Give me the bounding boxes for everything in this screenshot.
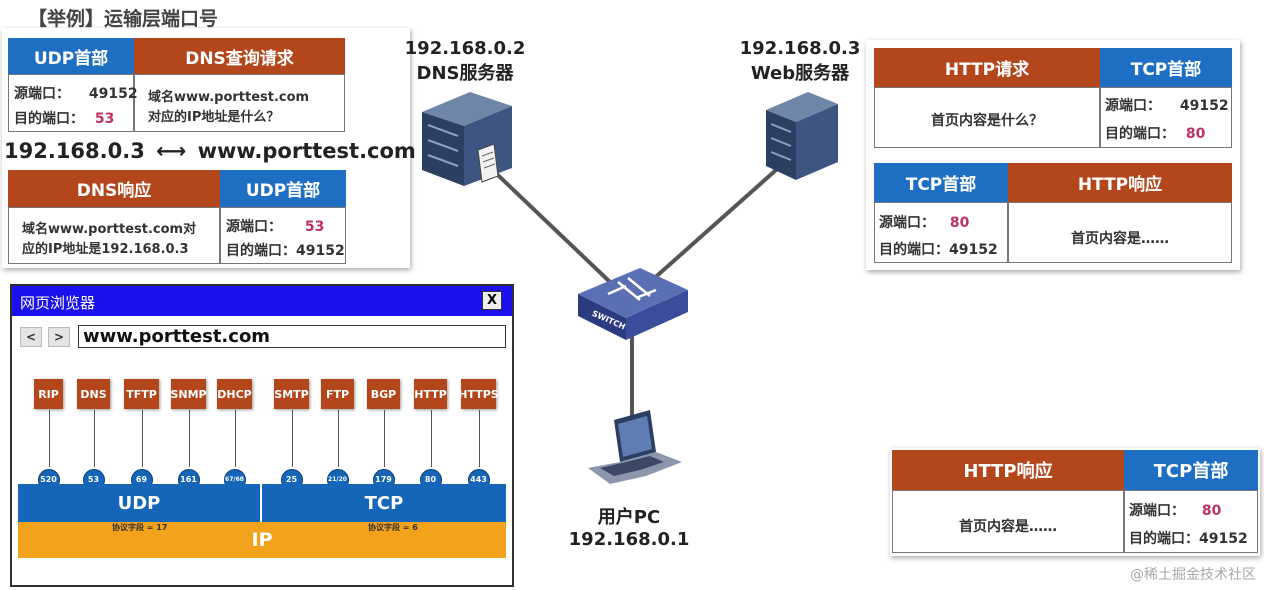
double-arrow-icon: ⟷ [156, 139, 187, 163]
down-arrow-icon [48, 410, 50, 467]
browser-title-bar: 网页浏览器 [12, 286, 512, 316]
dns-query-header-label: DNS查询请求 [134, 38, 345, 74]
user-pc-label: 用户PC 192.168.0.1 [564, 503, 694, 550]
web-server-ip: 192.168.0.3 [739, 38, 861, 59]
src-port-line: 源端口： 49152 [14, 86, 138, 102]
tcp-ports-cell [874, 202, 1008, 263]
down-arrow-icon [291, 410, 293, 467]
dns-query-text-2: 对应的IP地址是什么？ [148, 110, 280, 125]
dns-response-header-label: DNS响应 [8, 170, 220, 207]
dst-port-value: 80 [1185, 126, 1206, 142]
udp-header-label: UDP首部 [220, 170, 346, 207]
protocol-box-http: HTTP [414, 379, 447, 409]
udp-protocol-field: 协议字段 = 17 [112, 523, 168, 532]
http-response-header-label: HTTP响应 [1008, 163, 1232, 202]
ip-layer: IP [18, 522, 506, 558]
page-title: 【举例】运输层端口号 [28, 8, 219, 30]
protocol-box-dns: DNS [77, 379, 110, 409]
down-arrow-icon [337, 410, 339, 467]
src-port-value: 80 [1201, 503, 1222, 519]
dns-response-body-cell [8, 207, 220, 264]
protocol-box-ftp: FTP [321, 379, 354, 409]
dns-answer-text-2: 应的IP地址是192.168.0.3 [22, 242, 189, 257]
protocol-box-tftp: TFTP [124, 379, 159, 409]
dns-query-body-cell [134, 74, 345, 132]
down-arrow-icon [234, 410, 236, 467]
udp-ports-cell [8, 74, 134, 132]
src-port-line: 源端口： 49152 [1105, 98, 1229, 114]
dns-server-label: 192.168.0.2 DNS服务器 [400, 38, 530, 85]
down-arrow-icon [188, 410, 190, 467]
down-arrow-icon [430, 410, 432, 467]
http-request-header-label: HTTP请求 [874, 48, 1100, 87]
dst-port-line: 目的端口： 80 [1105, 126, 1206, 142]
web-server-icon [766, 92, 838, 180]
http-response-body-cell [1008, 202, 1232, 263]
http-response-body: 首页内容是…… [959, 519, 1057, 535]
udp-ports-cell [220, 207, 346, 264]
protocol-box-smtp: SMTP [274, 379, 309, 409]
dns-server-ip: 192.168.0.2 [404, 38, 526, 59]
dst-port-line: 目的端口： 53 [14, 111, 115, 127]
down-arrow-icon [478, 410, 480, 467]
down-arrow-icon [141, 410, 143, 467]
dst-port-value: 53 [94, 111, 115, 127]
src-port-value: 53 [304, 219, 325, 235]
tcp-header-label: TCP首部 [874, 163, 1008, 202]
src-port-line: 源端口： 53 [226, 219, 325, 235]
tcp-ports-cell [1100, 87, 1232, 148]
protocol-box-dhcp: DHCP [217, 379, 252, 409]
down-arrow-icon [383, 410, 385, 467]
user-pc-name: 用户PC [597, 507, 661, 528]
protocol-box-bgp: BGP [367, 379, 400, 409]
tcp-layer: TCP [262, 484, 506, 522]
back-button[interactable]: < [20, 327, 42, 347]
laptop-icon [588, 410, 682, 484]
url-bar[interactable]: www.porttest.com [78, 325, 506, 348]
protocol-box-rip: RIP [34, 379, 63, 409]
close-button[interactable]: X [482, 291, 502, 310]
tcp-protocol-field: 协议字段 = 6 [368, 523, 418, 532]
watermark: @稀土掘金技术社区 [1130, 567, 1256, 583]
dns-server-name: DNS服务器 [416, 63, 514, 84]
dns-query-text-1: 域名www.porttest.com [148, 90, 310, 105]
dst-port-line: 目的端口：49152 [879, 242, 998, 258]
tcp-header-label: TCP首部 [1100, 48, 1232, 87]
dst-port-line: 目的端口：49152 [226, 243, 345, 259]
src-port-value: 80 [949, 215, 970, 231]
dns-server-icon [422, 92, 512, 186]
protocol-box-https: HTTPS [458, 379, 499, 409]
http-request-body-cell [874, 87, 1100, 148]
web-server-name: Web服务器 [750, 63, 850, 84]
protocol-box-snmp: SNMP [170, 379, 207, 409]
ip-domain-mapping: 192.168.0.3 ⟷ www.porttest.com [4, 139, 416, 163]
tcp-header-label: TCP首部 [1124, 450, 1258, 490]
web-server-label: 192.168.0.3 Web服务器 [735, 38, 865, 85]
src-port-line: 源端口： 80 [879, 215, 970, 231]
udp-layer: UDP [18, 484, 260, 522]
http-response-body-cell [892, 490, 1124, 553]
forward-button[interactable]: > [48, 327, 70, 347]
http-response-body: 首页内容是…… [1071, 231, 1169, 247]
dns-answer-text-1: 域名www.porttest.com对 [22, 222, 197, 237]
udp-header-label: UDP首部 [8, 38, 134, 74]
switch-icon: SWITCH [578, 268, 688, 340]
user-pc-ip: 192.168.0.1 [568, 529, 690, 550]
tcp-ports-cell [1124, 490, 1258, 553]
src-port-line: 源端口： 80 [1129, 503, 1222, 519]
http-request-body: 首页内容是什么？ [931, 113, 1043, 129]
dst-port-line: 目的端口：49152 [1129, 531, 1248, 547]
http-response-header-label: HTTP响应 [892, 450, 1124, 490]
down-arrow-icon [93, 410, 95, 467]
